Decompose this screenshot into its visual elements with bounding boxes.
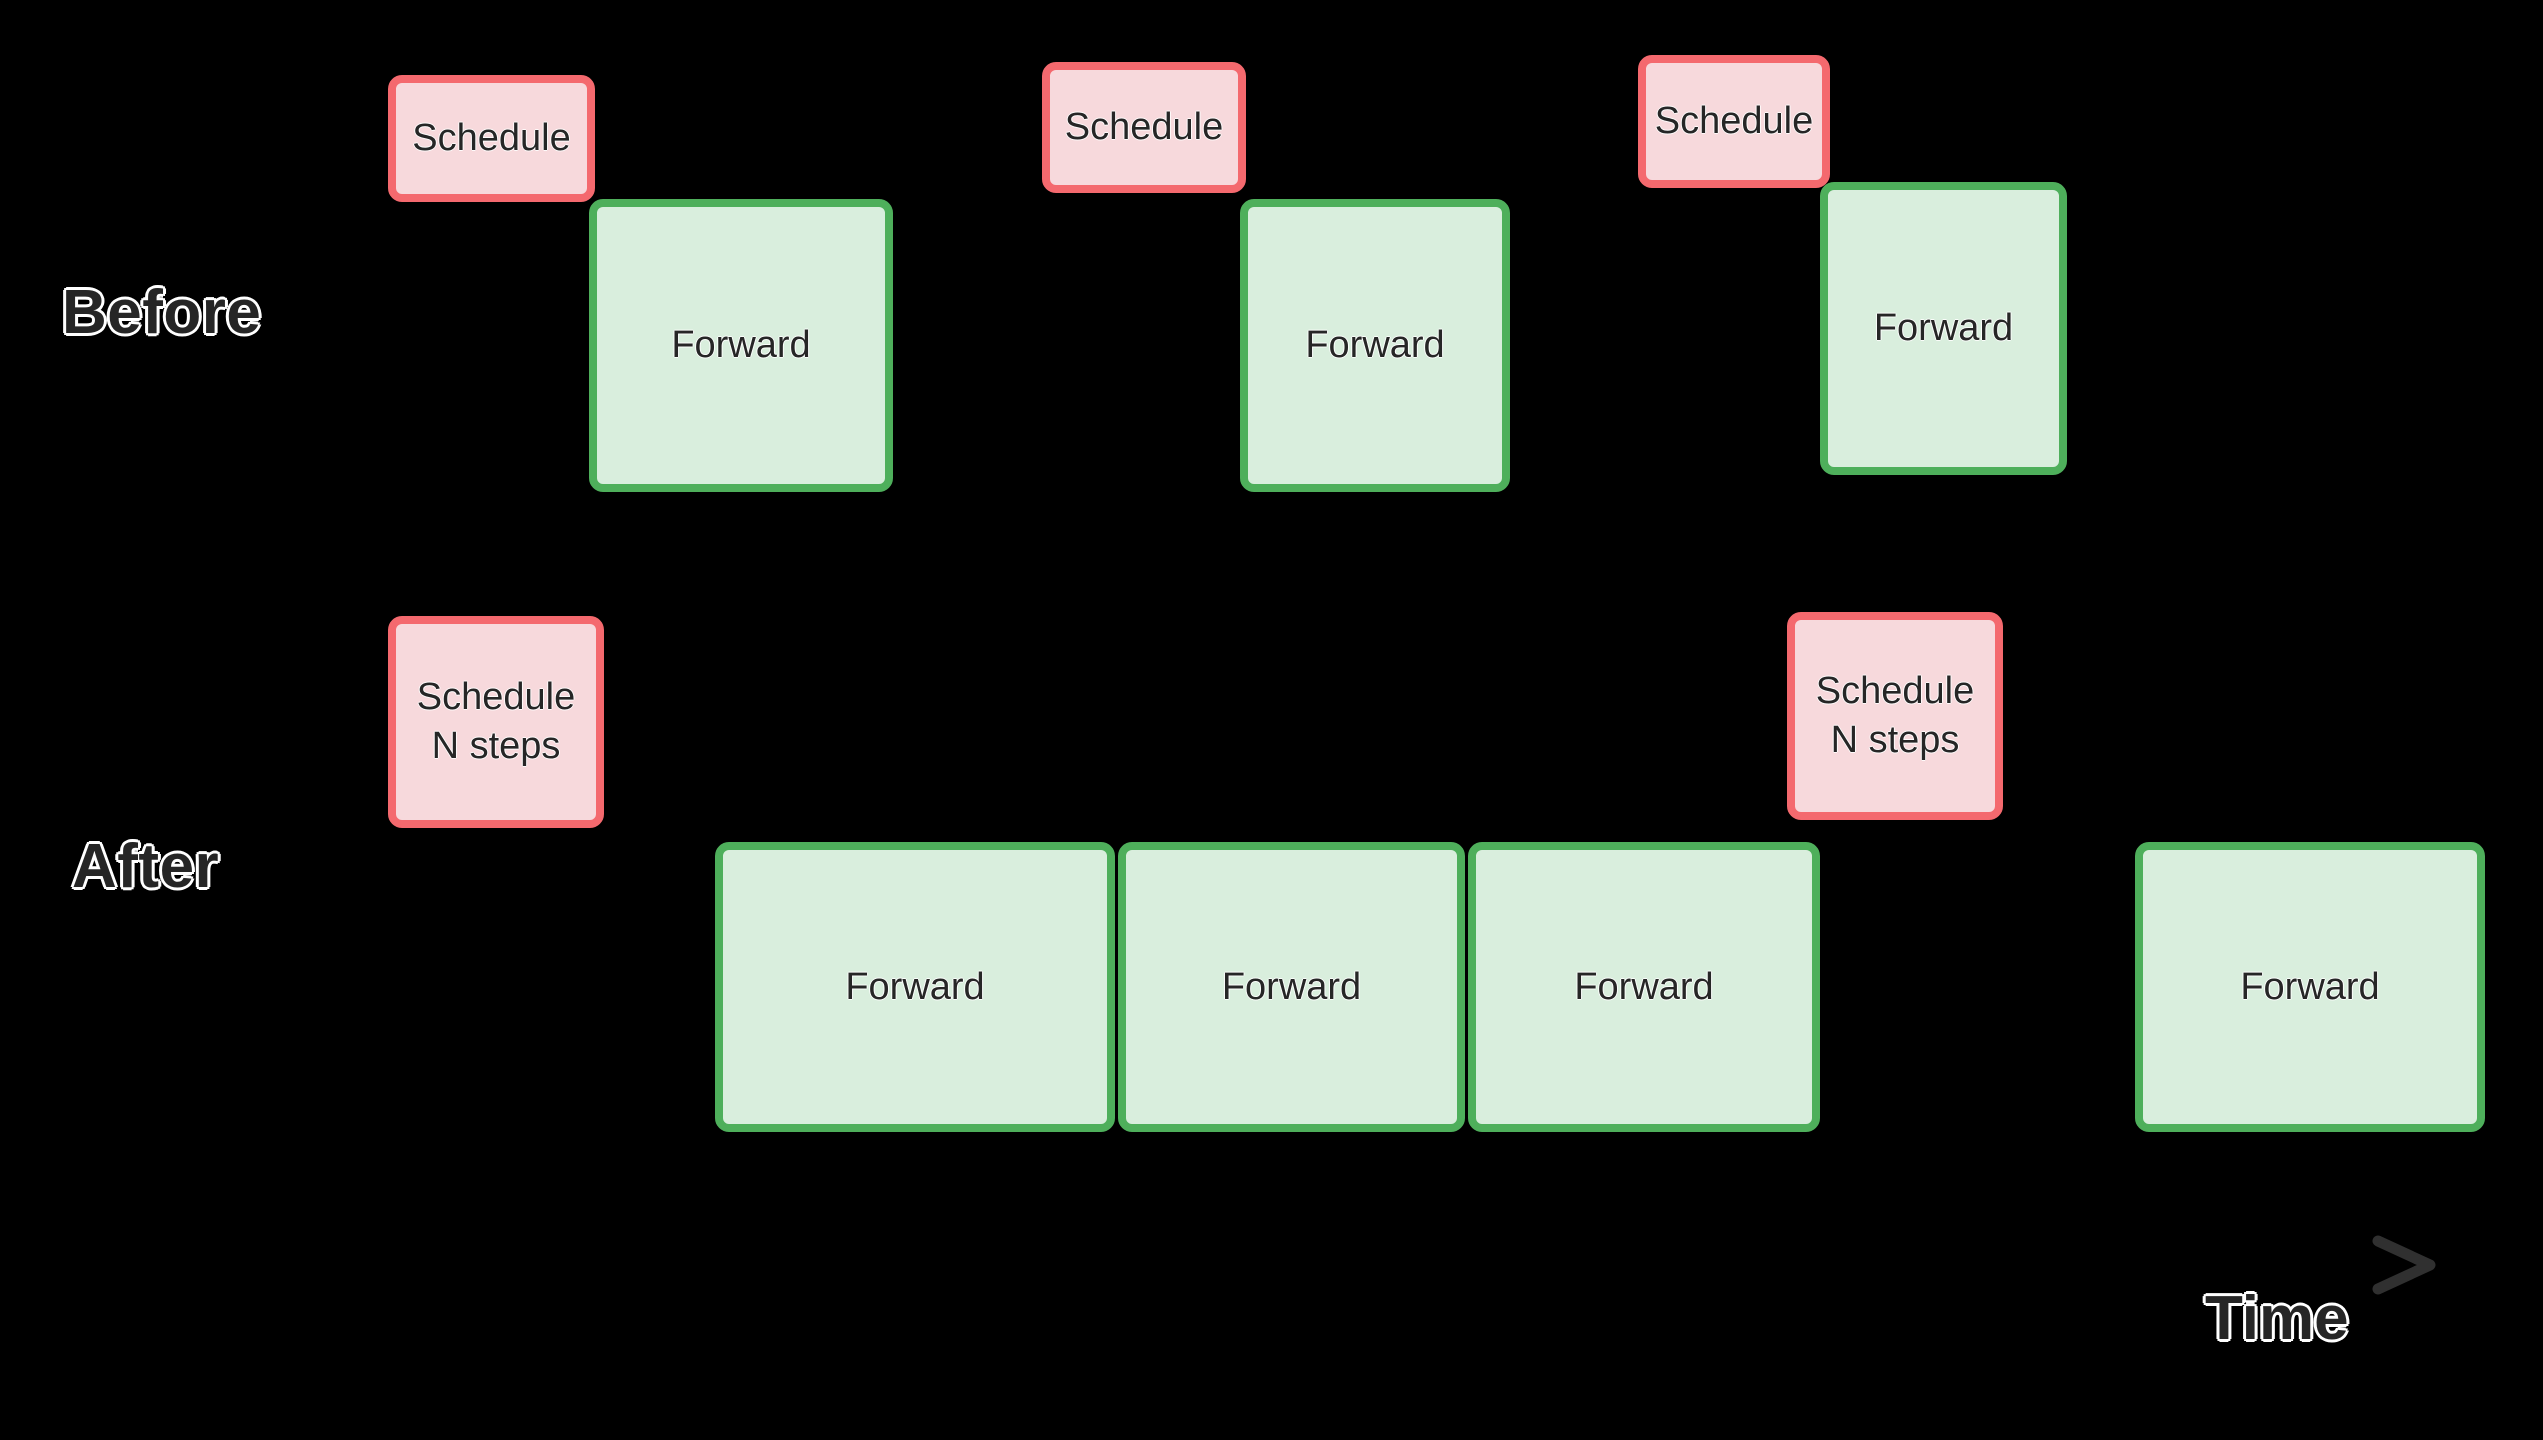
schedule-block-before-5: Schedule: [1638, 55, 1830, 188]
time-axis-label: Time: [2205, 1284, 2349, 1353]
forward-block-after-6: Forward: [2135, 842, 2485, 1132]
row-label-before: Before: [62, 278, 262, 347]
schedule-block-after-1: Schedule N steps: [388, 616, 604, 828]
forward-block-before-6: Forward: [1820, 182, 2067, 475]
forward-block-before-4: Forward: [1240, 199, 1510, 492]
time-axis: [370, 1235, 2445, 1295]
row-label-after: After: [72, 832, 220, 901]
time-axis-svg: [372, 1235, 2436, 1295]
forward-block-after-4: Forward: [1468, 842, 1820, 1132]
schedule-block-before-1: Schedule: [388, 75, 595, 202]
forward-block-after-2: Forward: [715, 842, 1115, 1132]
forward-block-after-3: Forward: [1118, 842, 1465, 1132]
schedule-block-after-5: Schedule N steps: [1787, 612, 2003, 820]
time-axis-arrowhead: [2372, 1235, 2436, 1295]
schedule-block-before-3: Schedule: [1042, 62, 1246, 193]
forward-block-before-2: Forward: [589, 199, 893, 492]
